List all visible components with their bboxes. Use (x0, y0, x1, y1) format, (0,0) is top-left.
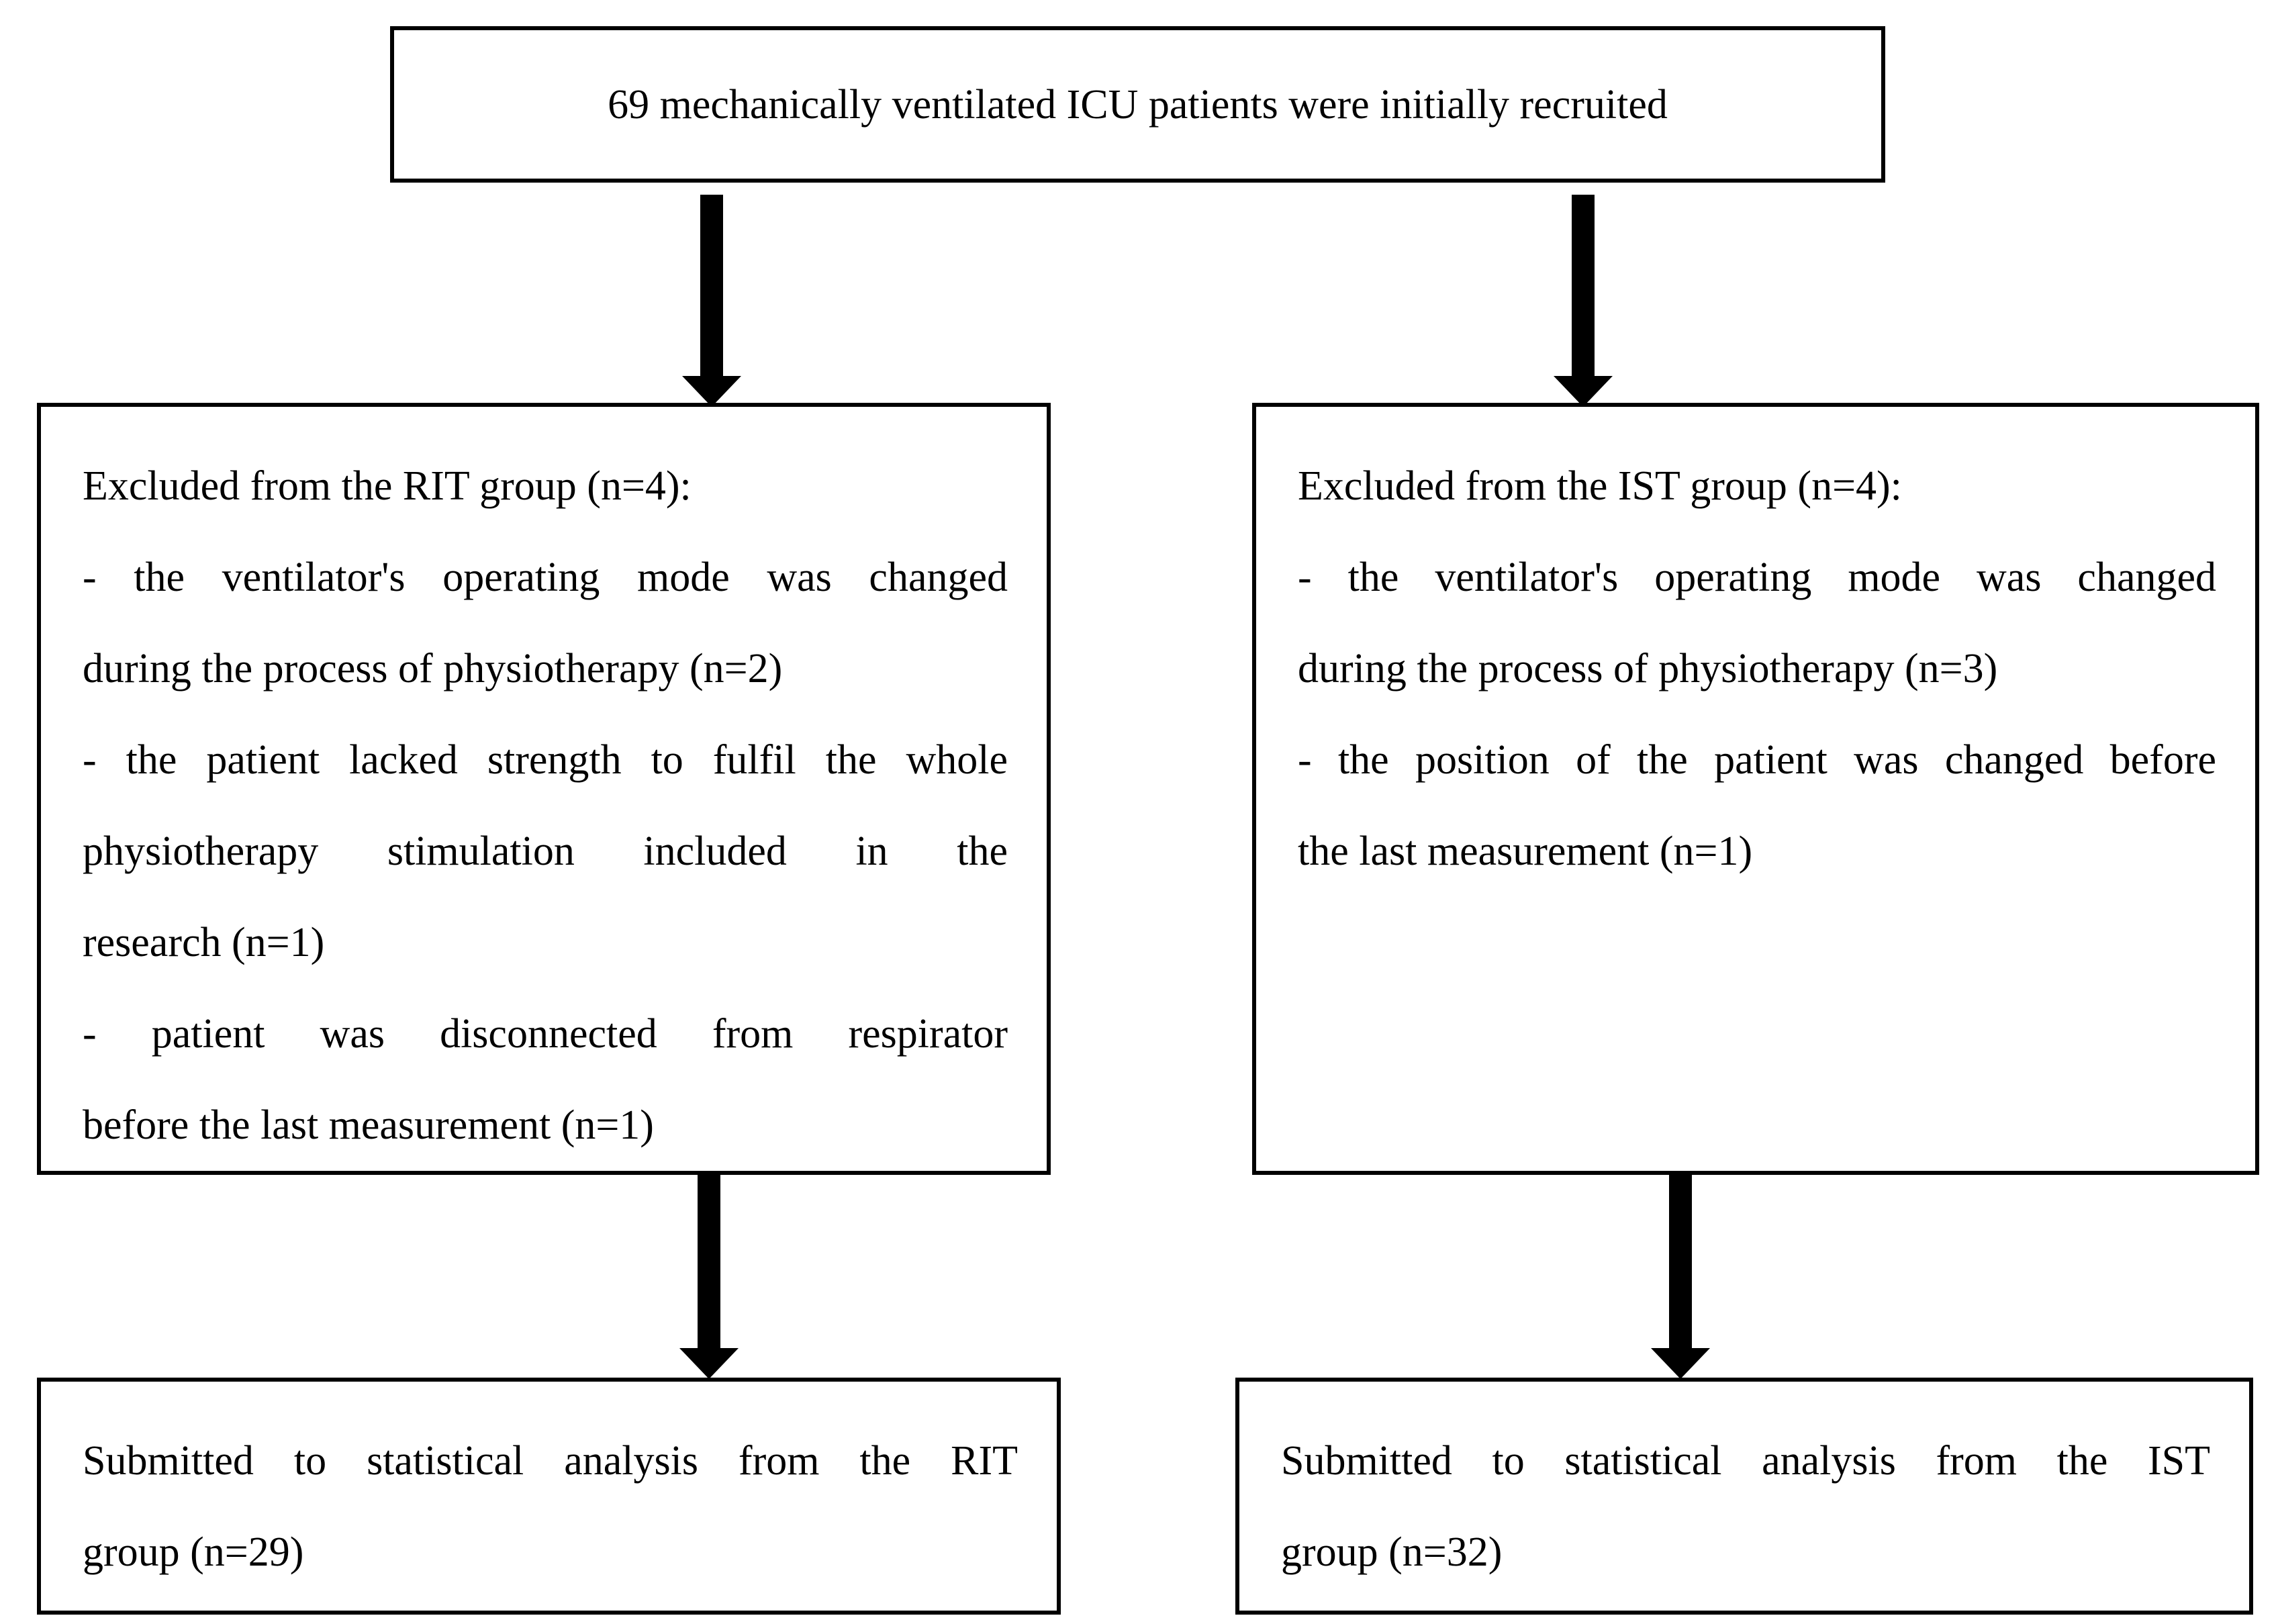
recruited-patients-box: 69 mechanically ventilated ICU patients … (390, 26, 1885, 183)
arrow-head-icon (682, 376, 741, 407)
excluded-ist-line: - the position of the patient was change… (1298, 737, 2216, 783)
excluded-ist-box: Excluded from the IST group (n=4): - the… (1252, 403, 2259, 1175)
excluded-ist-line: the last measurement (n=1) (1298, 828, 1753, 874)
submitted-rit-line: Submitted to statistical analysis from t… (83, 1438, 1018, 1484)
arrow-shaft (1572, 195, 1595, 377)
excluded-ist-line: during the process of physiotherapy (n=3… (1298, 646, 1998, 691)
submitted-ist-line: group (n=32) (1281, 1529, 1503, 1575)
excluded-rit-line: before the last measurement (n=1) (83, 1102, 654, 1148)
excluded-rit-line: - the ventilator's operating mode was ch… (83, 555, 1008, 600)
excluded-rit-line: - the patient lacked strength to fulfil … (83, 737, 1008, 783)
arrow-shaft (1669, 1174, 1692, 1349)
excluded-rit-line: physiotherapy stimulation included in th… (83, 828, 1008, 874)
recruited-patients-text: 69 mechanically ventilated ICU patients … (608, 81, 1668, 128)
submitted-rit-box: Submitted to statistical analysis from t… (37, 1378, 1061, 1615)
excluded-rit-box: Excluded from the RIT group (n=4): - the… (37, 403, 1051, 1175)
excluded-rit-line: during the process of physiotherapy (n=2… (83, 646, 783, 691)
arrow-head-icon (679, 1348, 739, 1379)
submitted-rit-line: group (n=29) (83, 1529, 304, 1575)
arrow-shaft (698, 1174, 720, 1349)
excluded-ist-line: - the ventilator's operating mode was ch… (1298, 555, 2216, 600)
arrow-head-icon (1554, 376, 1613, 407)
submitted-ist-box: Submitted to statistical analysis from t… (1235, 1378, 2253, 1615)
arrow-head-icon (1651, 1348, 1710, 1379)
excluded-rit-line: research (n=1) (83, 920, 325, 965)
excluded-rit-line: - patient was disconnected from respirat… (83, 1011, 1008, 1057)
excluded-rit-line: Excluded from the RIT group (n=4): (83, 463, 692, 509)
submitted-ist-line: Submitted to statistical analysis from t… (1281, 1438, 2210, 1484)
arrow-shaft (700, 195, 723, 377)
excluded-ist-line: Excluded from the IST group (n=4): (1298, 463, 1902, 509)
